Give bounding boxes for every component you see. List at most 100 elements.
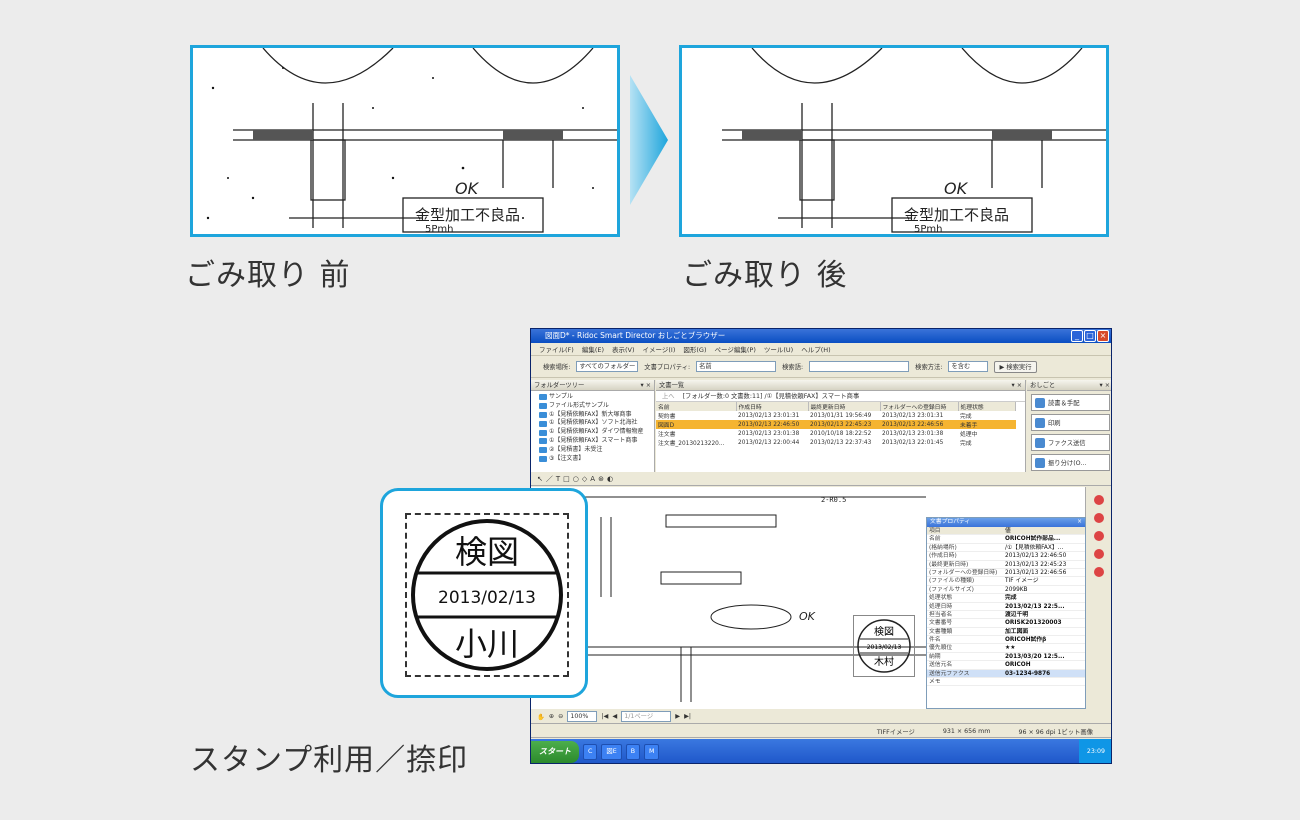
- folder-item[interactable]: ③【注文書】: [539, 455, 654, 464]
- close-icon[interactable]: ×: [1077, 519, 1082, 525]
- task-fax-button[interactable]: ファクス送信: [1031, 434, 1110, 451]
- drawing-view[interactable]: 2-R0.5 OK 検図 2013/02/13 木村 文書プロパティ× 項目値 …: [531, 487, 1086, 709]
- stamp-tool-icon[interactable]: [1094, 549, 1104, 559]
- col-name[interactable]: 名前: [656, 402, 737, 411]
- start-button[interactable]: スタート: [531, 741, 579, 763]
- taskbar-item[interactable]: C: [583, 744, 598, 760]
- doc-prop-select[interactable]: 名前: [696, 361, 777, 372]
- zoom-select[interactable]: 100%: [567, 711, 598, 722]
- method-select[interactable]: を含む: [948, 361, 989, 372]
- menu-shape[interactable]: 図形(G): [683, 346, 707, 354]
- close-icon[interactable]: ▾ ×: [1011, 382, 1022, 389]
- prop-row[interactable]: 処理状態完成: [927, 594, 1085, 603]
- page-input[interactable]: 1/1ページ: [621, 711, 672, 722]
- table-header: 名前 作成日時 最終更新日時 フォルダーへの登録日時 処理状態: [656, 402, 1016, 411]
- system-tray-clock[interactable]: 23:09: [1078, 739, 1111, 763]
- pointer-icon[interactable]: ↖: [537, 475, 543, 483]
- caption-stamp: スタンプ利用／捺印: [190, 743, 469, 778]
- menu-tools[interactable]: ツール(U): [763, 346, 794, 354]
- stamp-tool-icon[interactable]: [1094, 531, 1104, 541]
- last-page-icon[interactable]: ▶|: [684, 713, 692, 720]
- task-sort-button[interactable]: 振り分け(O...: [1031, 454, 1110, 471]
- prop-value: 値: [1005, 528, 1011, 534]
- folder-item[interactable]: ファイル形式サンプル: [539, 402, 654, 411]
- rectangle-icon[interactable]: □: [563, 475, 570, 483]
- menu-view[interactable]: 表示(V): [612, 346, 635, 354]
- prop-row[interactable]: (最終更新日時)2013/02/13 22:45:23: [927, 561, 1085, 569]
- hand-icon[interactable]: ✋: [537, 713, 545, 721]
- col-status[interactable]: 処理状態: [958, 402, 1016, 411]
- search-run-button[interactable]: ▶ 検索実行: [994, 360, 1037, 373]
- prop-row[interactable]: メモ: [927, 678, 1085, 687]
- folder-item[interactable]: ①【見積依頼FAX】ダイワ情報物産: [539, 428, 654, 437]
- close-icon[interactable]: ▾ ×: [640, 382, 651, 389]
- prop-row[interactable]: 優先順位★★: [927, 644, 1085, 653]
- ellipse-icon[interactable]: ○: [572, 475, 579, 483]
- close-icon[interactable]: ▾ ×: [1099, 382, 1110, 389]
- cell: 完成: [960, 441, 972, 447]
- line-icon[interactable]: ／: [545, 475, 553, 483]
- maximize-button[interactable]: □: [1084, 330, 1096, 342]
- prop-row[interactable]: (ファイルサイズ)2099KB: [927, 586, 1085, 595]
- text-cursor-icon[interactable]: T: [555, 475, 561, 483]
- small-stamp[interactable]: 検図 2013/02/13 木村: [853, 615, 915, 677]
- sort-icon: [1035, 457, 1045, 468]
- taskbar-item[interactable]: 図E: [601, 744, 622, 760]
- stamp-icon[interactable]: ⊛: [598, 475, 604, 483]
- up-button[interactable]: 上へ: [662, 393, 675, 400]
- prop-row[interactable]: (作成日時)2013/02/13 22:46:50: [927, 552, 1085, 561]
- polygon-icon[interactable]: ◇: [581, 475, 588, 483]
- prop-row[interactable]: 担当者名渡辺千明: [927, 611, 1085, 620]
- keyword-input[interactable]: [809, 361, 910, 372]
- zoom-in-icon[interactable]: ⊕: [548, 713, 555, 720]
- document-icon: [1035, 397, 1045, 408]
- folder-item[interactable]: ①【見積依頼FAX】新大塚商事: [539, 411, 654, 420]
- stamp-tool-icon[interactable]: [1094, 513, 1104, 523]
- minimize-button[interactable]: _: [1071, 330, 1083, 342]
- prop-row[interactable]: 文書種類加工図面: [927, 628, 1085, 637]
- prop-key: 担当者名: [929, 611, 953, 618]
- stamp-tool-icon[interactable]: [1094, 495, 1104, 505]
- folder-item[interactable]: ①【見積依頼FAX】ソフト北海社: [539, 419, 654, 428]
- close-button[interactable]: ×: [1097, 330, 1109, 342]
- folder-item[interactable]: ②【見積書】未受注: [539, 446, 654, 455]
- menu-page-edit[interactable]: ページ編集(P): [714, 346, 756, 354]
- col-updated[interactable]: 最終更新日時: [808, 402, 881, 411]
- col-created[interactable]: 作成日時: [736, 402, 809, 411]
- prop-row[interactable]: (フォルダーへの登録日時)2013/02/13 22:46:56: [927, 569, 1085, 578]
- prev-page-icon[interactable]: ◀: [612, 713, 618, 720]
- task-read-arrange-button[interactable]: 読書＆手配: [1031, 394, 1110, 411]
- folder-item[interactable]: ①【見積依頼FAX】スマート商事: [539, 437, 654, 446]
- taskbar-item[interactable]: M: [644, 744, 660, 760]
- text-icon[interactable]: A: [590, 475, 596, 483]
- menu-edit[interactable]: 編集(E): [581, 346, 604, 354]
- taskbar-item[interactable]: B: [625, 744, 641, 760]
- folder-item[interactable]: サンプル: [539, 393, 654, 402]
- prop-row[interactable]: (ファイルの種類)TIF イメージ: [927, 577, 1085, 586]
- menu-file[interactable]: ファイル(F): [539, 346, 574, 354]
- stamp-tool-icon[interactable]: [1094, 567, 1104, 577]
- task-print-button[interactable]: 印刷: [1031, 414, 1110, 431]
- menu-help[interactable]: ヘルプ(H): [801, 346, 831, 354]
- folder-label: ③【注文書】: [549, 454, 585, 462]
- zoom-out-icon[interactable]: ⊖: [558, 713, 564, 720]
- search-location-select[interactable]: すべてのフォルダー: [576, 361, 639, 372]
- col-registered[interactable]: フォルダーへの登録日時: [880, 402, 959, 411]
- marker-icon[interactable]: ◐: [606, 475, 614, 483]
- menu-image[interactable]: イメージ(I): [642, 346, 676, 354]
- first-page-icon[interactable]: |◀: [601, 713, 609, 720]
- prop-row[interactable]: (格納場所)/①【見積依頼FAX】...: [927, 544, 1085, 553]
- next-page-icon[interactable]: ▶: [675, 713, 681, 720]
